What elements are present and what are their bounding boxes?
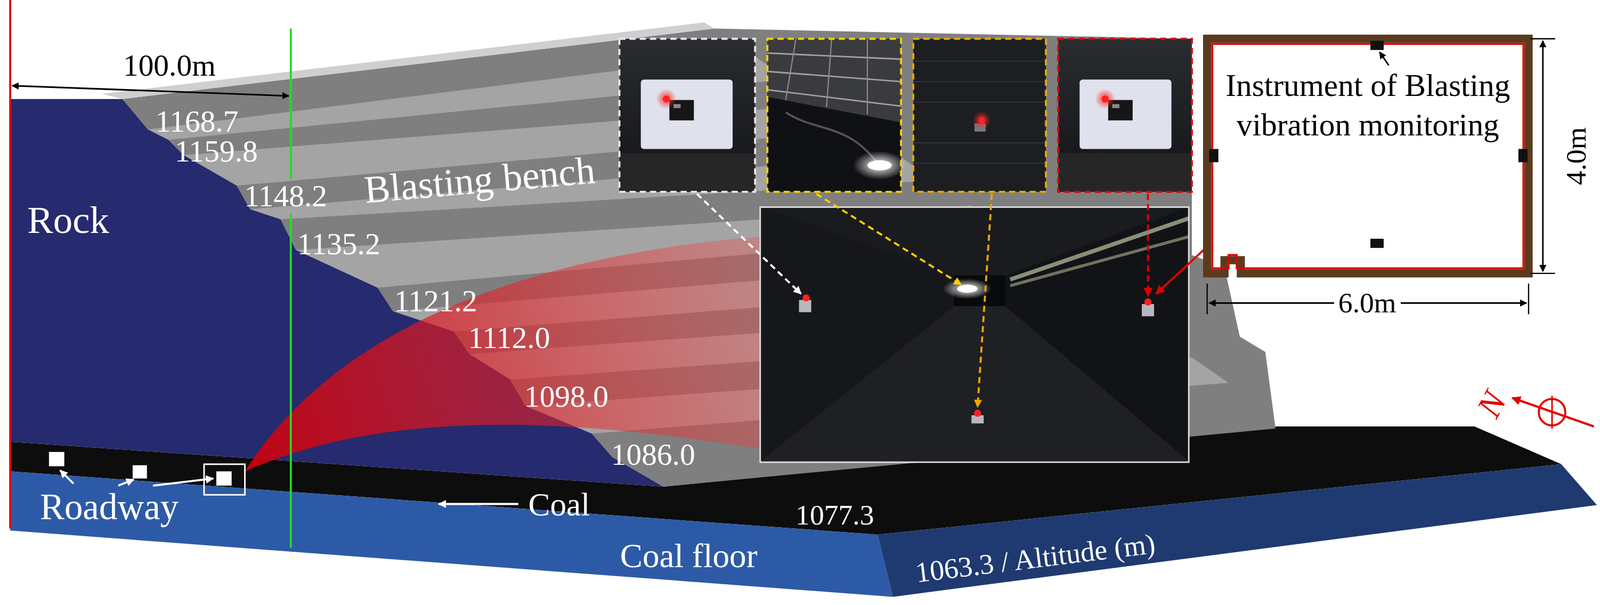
dimension-tick bbox=[1530, 38, 1556, 40]
dimension-line bbox=[1541, 41, 1544, 272]
sensor-light-glow bbox=[1094, 88, 1116, 110]
photo-border bbox=[913, 38, 1046, 192]
roof-mesh-line bbox=[767, 71, 901, 82]
north-label: N bbox=[1471, 385, 1513, 423]
roof-mesh-line bbox=[826, 38, 832, 108]
lamp bbox=[867, 159, 892, 170]
sensor-light bbox=[973, 409, 981, 417]
sensor-light bbox=[802, 294, 810, 302]
roadway-cross-section: Instrument of Blasting vibration monitor… bbox=[1207, 38, 1529, 274]
roof-mesh-line bbox=[785, 38, 797, 101]
brick-line bbox=[913, 101, 1046, 103]
green-reference-line bbox=[289, 28, 292, 179]
dimension-label: 100.0m bbox=[123, 50, 216, 81]
site-photo bbox=[767, 38, 901, 192]
compass-arrow bbox=[1512, 397, 1594, 427]
elevation-label: 1121.2 bbox=[394, 285, 478, 316]
vibration-fan bbox=[245, 236, 761, 471]
brick-line bbox=[913, 162, 1046, 164]
elevation-label: 1168.7 bbox=[155, 106, 239, 137]
elevation-label: 1135.2 bbox=[297, 228, 381, 259]
mortar-patch bbox=[640, 79, 733, 149]
elevation-label: 1098.0 bbox=[524, 380, 609, 412]
sensor-light-glow bbox=[655, 88, 677, 110]
lamp bbox=[956, 284, 978, 293]
rock-label: Rock bbox=[27, 200, 110, 240]
brick-line bbox=[913, 80, 1046, 83]
tunnel-left-wall bbox=[760, 207, 955, 462]
roadway-section bbox=[49, 451, 65, 467]
section-rock-border bbox=[1207, 38, 1529, 274]
mortar-patch bbox=[1079, 79, 1172, 149]
dimension-label: 4.0m bbox=[1562, 126, 1591, 185]
elevation-label: 1148.2 bbox=[244, 180, 328, 211]
roadway-section bbox=[132, 465, 148, 479]
tunnel-pipe bbox=[1010, 218, 1189, 280]
roadway-label: Roadway bbox=[39, 488, 179, 526]
compass-cross bbox=[1551, 395, 1554, 429]
tunnel-pipe bbox=[1010, 236, 1189, 286]
dimension-tick bbox=[1206, 283, 1208, 314]
monitoring-instrument bbox=[1370, 238, 1384, 248]
photo-border bbox=[767, 38, 901, 192]
sensor-light bbox=[1101, 95, 1109, 103]
sensor-light bbox=[662, 95, 670, 103]
sensor-light-glow bbox=[972, 111, 991, 130]
red-reference-line bbox=[9, 0, 12, 529]
photo-leader bbox=[696, 193, 801, 295]
sensor-light bbox=[978, 116, 986, 124]
photo-leader bbox=[816, 193, 962, 285]
roof-mesh-line bbox=[866, 38, 868, 115]
coal-label: Coal bbox=[528, 488, 591, 521]
photo-leader bbox=[977, 193, 993, 408]
site-photo bbox=[1058, 38, 1192, 192]
coal-floor-label: Coal floor bbox=[620, 539, 758, 573]
photo-floor bbox=[1058, 152, 1192, 192]
site-photo bbox=[913, 38, 1046, 192]
roadway-arrow bbox=[118, 479, 134, 486]
roadway-arrow bbox=[152, 478, 214, 486]
photo-floor bbox=[619, 152, 756, 192]
roof-mesh bbox=[767, 38, 901, 123]
roof-mesh-line bbox=[767, 53, 901, 60]
photo-border bbox=[619, 38, 756, 192]
photo-border bbox=[1058, 38, 1192, 192]
sensor-patch bbox=[799, 299, 812, 313]
dimension-tick bbox=[1528, 283, 1530, 314]
coal-direction-arrow bbox=[439, 502, 519, 505]
instrument-leader bbox=[1379, 52, 1389, 66]
dimension-label: 6.0m bbox=[1334, 288, 1401, 318]
lamp-glow bbox=[853, 150, 907, 180]
dimension-tick bbox=[1530, 272, 1556, 274]
sensor-patch bbox=[1141, 303, 1155, 316]
elevation-label: 1077.3 bbox=[795, 500, 874, 530]
site-photo bbox=[619, 38, 756, 192]
roadway-arrow bbox=[60, 469, 74, 484]
annotation-text: Instrument of Blasting vibration monitor… bbox=[1207, 65, 1529, 145]
roadway-section bbox=[216, 470, 232, 486]
coal-floor-front bbox=[10, 470, 893, 597]
section-leader bbox=[1156, 244, 1210, 294]
green-reference-line bbox=[289, 214, 292, 548]
brick-line bbox=[913, 60, 1046, 62]
photo-leader bbox=[1147, 193, 1150, 296]
elevation-label: 1086.0 bbox=[611, 439, 696, 470]
monitoring-instrument bbox=[1208, 148, 1218, 162]
dimension-arrow bbox=[12, 85, 289, 96]
coal-floor-side bbox=[877, 464, 1597, 597]
elevation-label: 1159.8 bbox=[174, 135, 258, 167]
monitoring-instrument bbox=[1518, 148, 1528, 162]
monitoring-instrument bbox=[1370, 41, 1384, 51]
sensor-light bbox=[1144, 298, 1152, 306]
brick-line bbox=[913, 142, 1046, 144]
photo-border bbox=[760, 207, 1189, 462]
tunnel-photo bbox=[760, 207, 1189, 462]
elevation-label: 1112.0 bbox=[468, 322, 551, 353]
